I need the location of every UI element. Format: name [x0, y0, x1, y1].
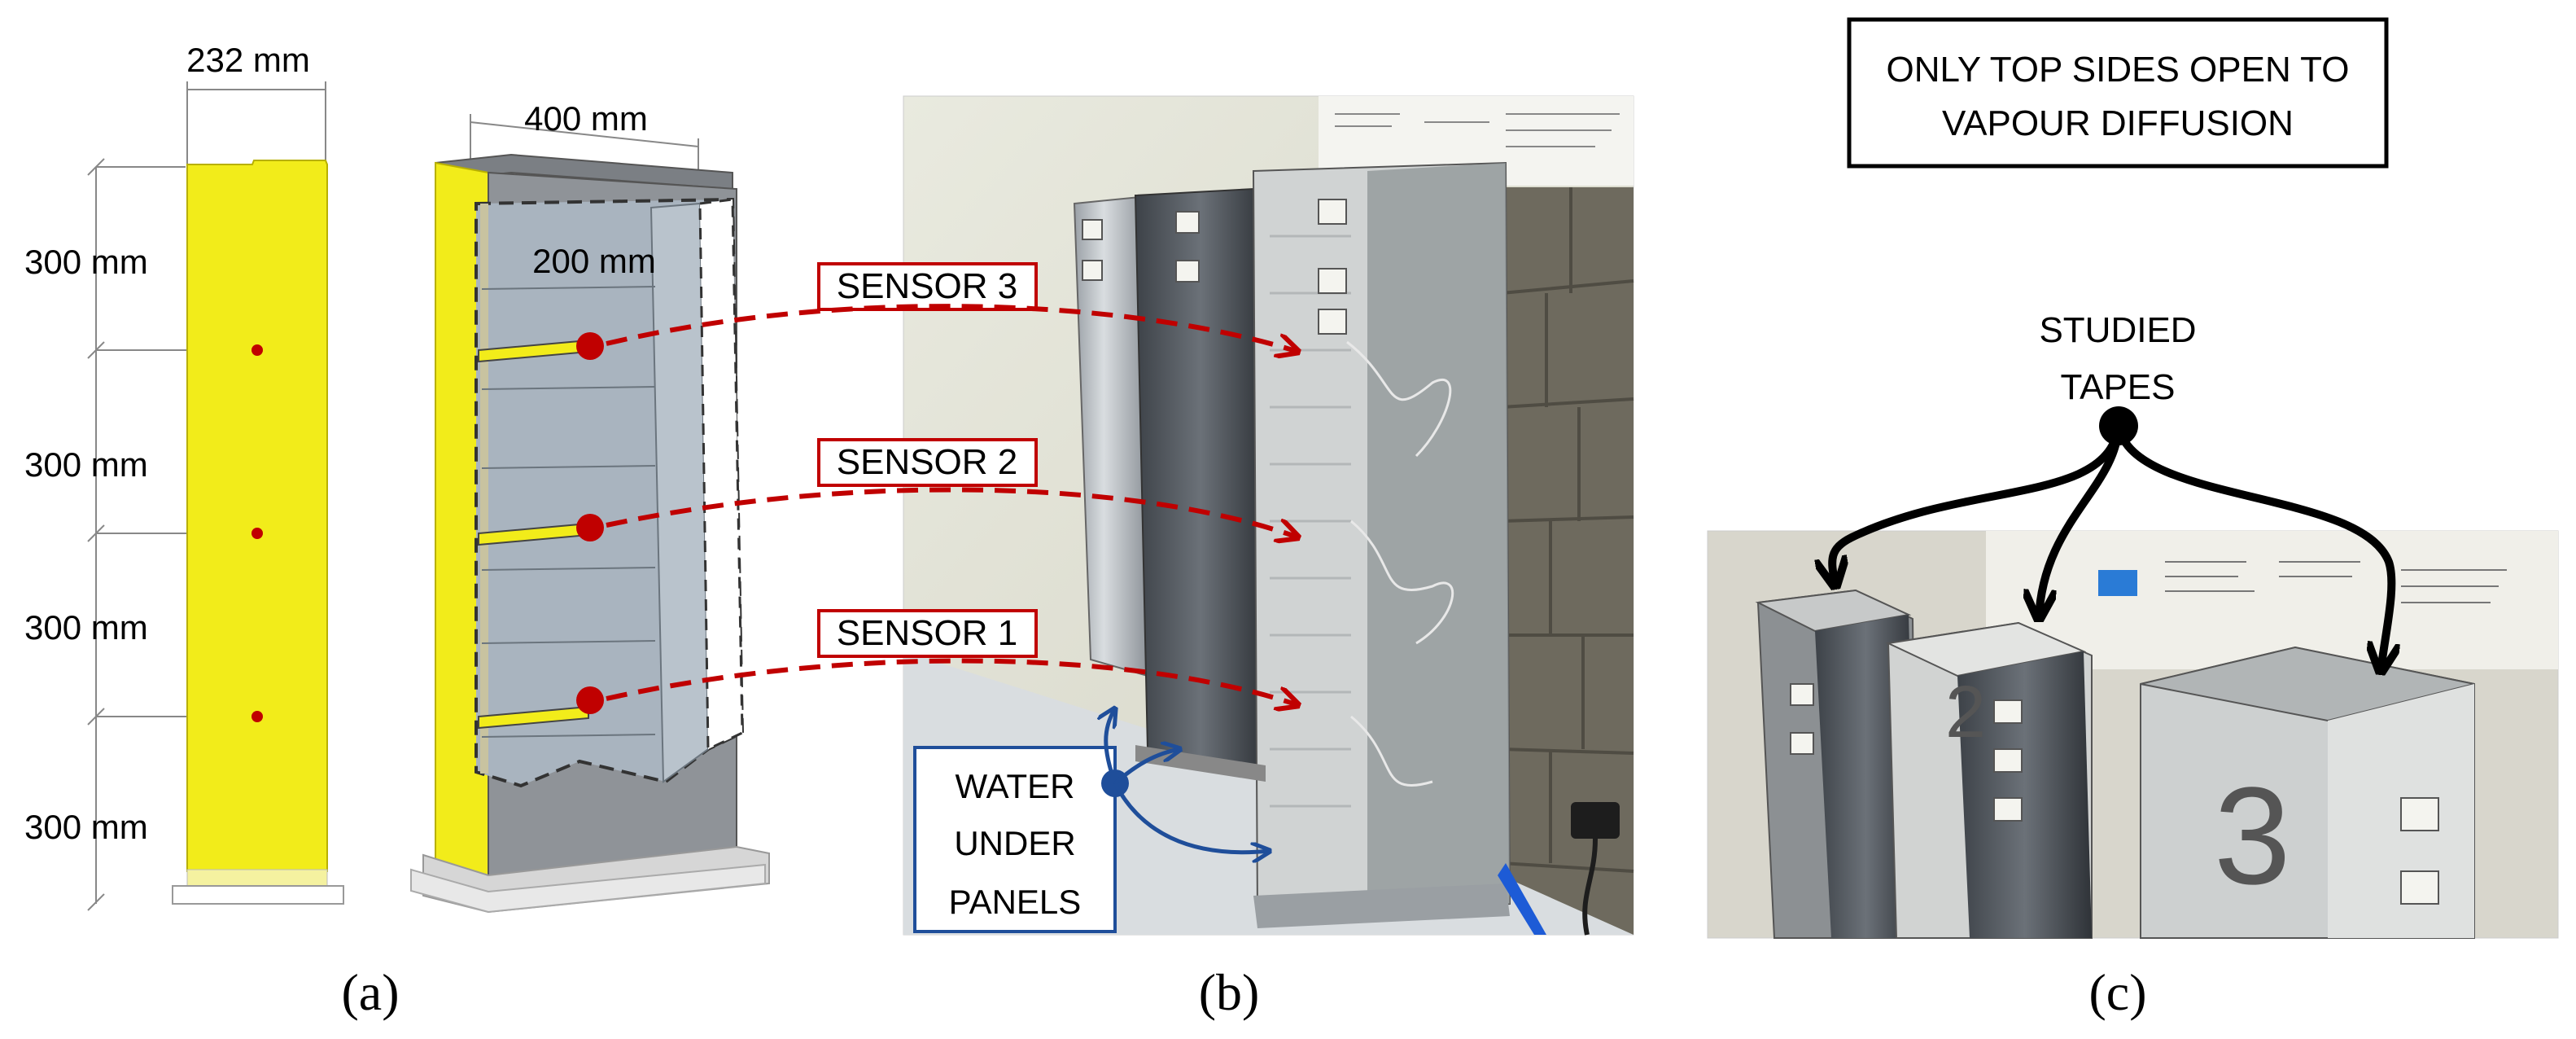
panel-a-drawing: 232 mm 300 mm 300 mm 300 mm 300 mm: [24, 41, 344, 911]
base-plate-3d: [410, 863, 766, 914]
tape-arrow-1: [1832, 425, 2123, 586]
width-400-label: 400 mm: [524, 99, 648, 138]
top-note-box: [1847, 17, 2389, 169]
photo-c-panel-2: [1957, 651, 2092, 938]
water-arrow-up: [1106, 708, 1115, 784]
studied-line-2: TAPES: [2060, 367, 2175, 407]
height-label-2: 300 mm: [24, 445, 148, 484]
depth-200-label: 200 mm: [532, 242, 656, 280]
sensor-3-arrow: [606, 304, 1298, 352]
tape-arrow-3: [2115, 424, 2391, 672]
caption-a: (a): [341, 963, 399, 1021]
width-232-label: 232 mm: [186, 41, 310, 79]
sensor-callouts: SENSOR 3 SENSOR 2 SENSOR 1: [606, 262, 1298, 705]
sensor-dot-3d-2: [576, 514, 604, 541]
top-note-line-2: VAPOUR DIFFUSION: [1942, 103, 2294, 143]
water-callout: WATER UNDER PANELS: [913, 708, 1270, 933]
top-note-line-1: ONLY TOP SIDES OPEN TO: [1887, 50, 2350, 90]
water-line-2: UNDER: [954, 824, 1075, 862]
sensor-2-box: [817, 438, 1038, 487]
water-arrow-right: [1113, 749, 1180, 785]
sensor-3-label: SENSOR 3: [837, 266, 1018, 306]
caption-b: (b): [1199, 963, 1260, 1021]
sensor-dot-2d-2: [251, 528, 263, 539]
sensor-3-box: [817, 262, 1038, 311]
photo-panel-middle: [1134, 187, 1267, 775]
panel-c: ONLY TOP SIDES OPEN TO VAPOUR DIFFUSION …: [1707, 17, 2559, 939]
water-arrow-down: [1113, 782, 1270, 853]
caption-c: (c): [2088, 963, 2146, 1021]
sensor-dot-3d-1: [576, 686, 604, 714]
sensor-1-arrow: [606, 658, 1298, 705]
panel-3d-drawing: 400 mm 200 mm: [410, 99, 770, 914]
tape-arrow-2: [2039, 425, 2123, 619]
base-plate-2d: [172, 885, 344, 905]
studied-line-1: STUDIED: [2039, 310, 2196, 350]
height-label-1: 300 mm: [24, 243, 148, 281]
sensor-dot-2d-1: [251, 711, 263, 722]
photo-c-number-2: 2: [1945, 672, 1986, 753]
water-line-1: WATER: [956, 767, 1075, 805]
water-box: [913, 746, 1117, 933]
sensor-1-box: [817, 609, 1038, 658]
water-line-3: PANELS: [949, 883, 1082, 921]
sensor-2-arrow: [606, 487, 1298, 537]
sensor-1-label: SENSOR 1: [837, 613, 1018, 653]
insulation-panel-2d: [186, 160, 328, 872]
height-label-4: 300 mm: [24, 808, 148, 846]
sensor-2-label: SENSOR 2: [837, 442, 1018, 482]
sensor-dot-2d-3: [251, 344, 263, 356]
height-label-3: 300 mm: [24, 608, 148, 647]
photo-c-number-3: 3: [2214, 759, 2291, 914]
sensor-dot-3d-3: [576, 332, 604, 360]
